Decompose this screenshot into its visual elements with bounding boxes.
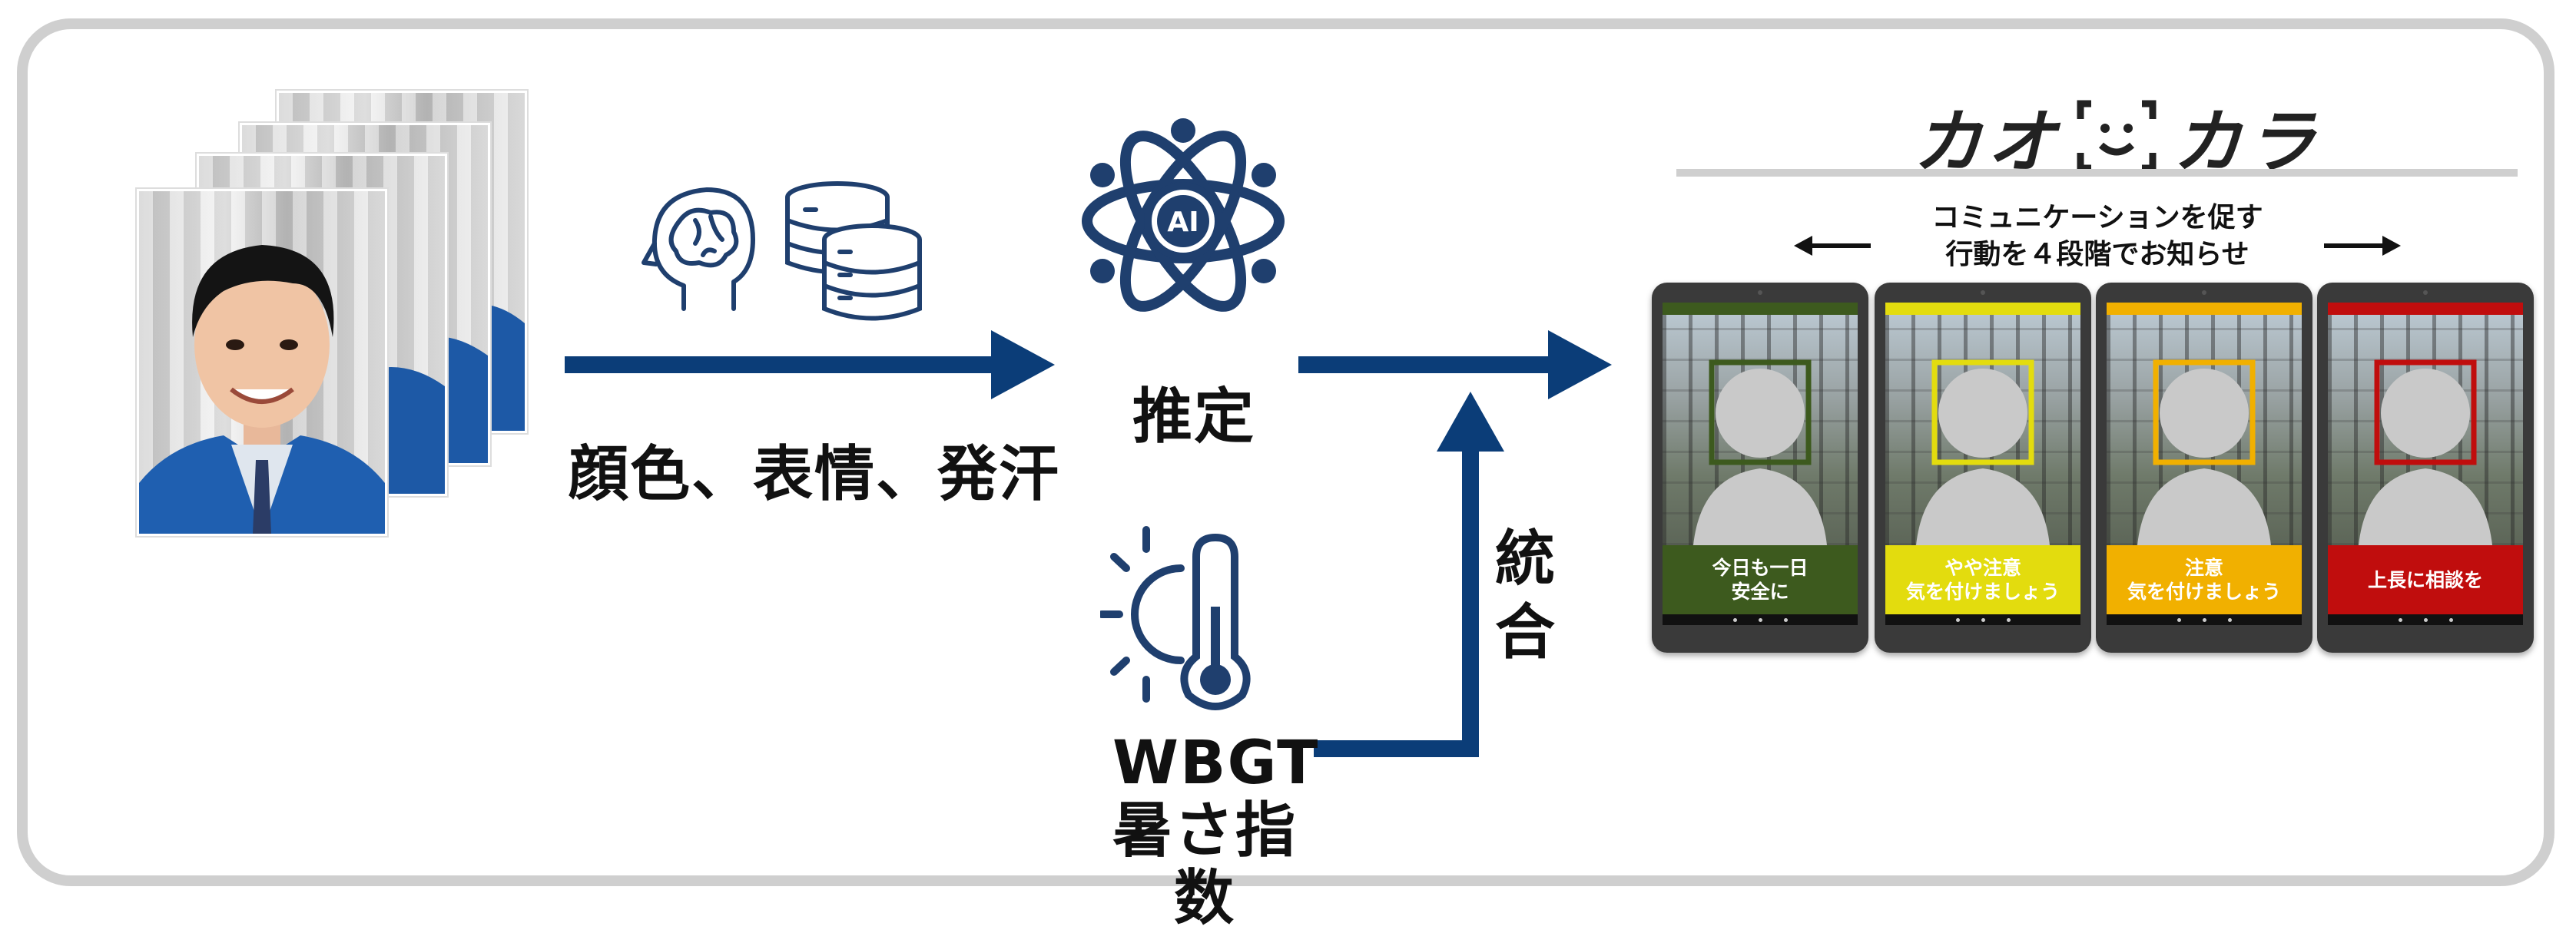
- wbgt-label-line1: WBGT: [1112, 729, 1320, 798]
- camera-dot: [1758, 290, 1762, 295]
- caption-line1: コミュニケーションを促す: [1931, 202, 2263, 233]
- camera-dot: [1981, 290, 1985, 295]
- face-photo-main: [137, 189, 387, 536]
- person-silhouette-icon: [1693, 359, 1827, 545]
- camera-dot: [2202, 290, 2206, 295]
- level-message: 注意 気を付けましょう: [2107, 545, 2302, 614]
- caption-line2: 行動を４段階でお知らせ: [1945, 239, 2249, 270]
- arrow-right-icon: [2324, 236, 2401, 256]
- status-bar: [1663, 303, 1858, 316]
- wbgt-label: WBGT 暑さ指数: [1112, 729, 1320, 933]
- nav-bar: [2107, 614, 2302, 625]
- output-caption: コミュニケーションを促す 行動を４段階でお知らせ: [1898, 200, 2297, 273]
- phone-screen: 注意 気を付けましょう: [2107, 303, 2302, 625]
- phone-screen: 上長に相談を: [2328, 303, 2523, 625]
- worksite-photo: [1885, 315, 2080, 545]
- level-phone-3: 注意 気を付けましょう: [2096, 283, 2312, 653]
- arrow-to-output: [1298, 330, 1612, 399]
- person-silhouette-icon: [2137, 359, 2271, 545]
- database-icon: [785, 181, 922, 321]
- sun-thermometer-icon: [1100, 526, 1251, 710]
- integration-label-line1: 統: [1495, 524, 1557, 594]
- phone-screen: やや注意 気を付けましょう: [1885, 303, 2080, 625]
- level-message: 今日も一日 安全に: [1663, 545, 1858, 614]
- level-message: 上長に相談を: [2328, 545, 2523, 614]
- camera-dot: [2423, 290, 2428, 295]
- status-bar: [2328, 303, 2523, 316]
- phone-screen: 今日も一日 安全に: [1663, 303, 1858, 625]
- integration-label: 統 合: [1495, 522, 1557, 670]
- level-message: やや注意 気を付けましょう: [1885, 545, 2080, 614]
- brain-head-icon: [642, 187, 755, 311]
- estimation-label: 推定: [1132, 382, 1256, 452]
- person-silhouette-icon: [2359, 359, 2492, 545]
- logo-underline: [1676, 169, 2518, 177]
- worksite-photo: [2328, 315, 2523, 545]
- face-scan-icon: [2077, 100, 2157, 172]
- wbgt-label-line2: 暑さ指数: [1112, 796, 1298, 933]
- atom-ai-icon: AI: [1082, 118, 1285, 312]
- input-features-label: 顔色、表情、発汗: [569, 440, 1061, 509]
- person-portrait-icon: [139, 245, 385, 534]
- level-phone-4: 上長に相談を: [2317, 283, 2534, 653]
- arrow-integration: [1314, 392, 1504, 757]
- worksite-photo: [1663, 315, 1858, 545]
- level-phone-1: 今日も一日 安全に: [1652, 283, 1868, 653]
- status-bar: [1885, 303, 2080, 316]
- nav-bar: [1663, 614, 1858, 625]
- arrow-to-estimation: [565, 330, 1055, 399]
- status-bar: [2107, 303, 2302, 316]
- person-silhouette-icon: [1916, 359, 2050, 545]
- arrow-left-icon: [1794, 236, 1871, 256]
- nav-bar: [2328, 614, 2523, 625]
- ai-badge-text: AI: [1167, 207, 1198, 238]
- level-phone-2: やや注意 気を付けましょう: [1875, 283, 2091, 653]
- nav-bar: [1885, 614, 2080, 625]
- worksite-photo: [2107, 315, 2302, 545]
- integration-label-line2: 合: [1495, 598, 1557, 667]
